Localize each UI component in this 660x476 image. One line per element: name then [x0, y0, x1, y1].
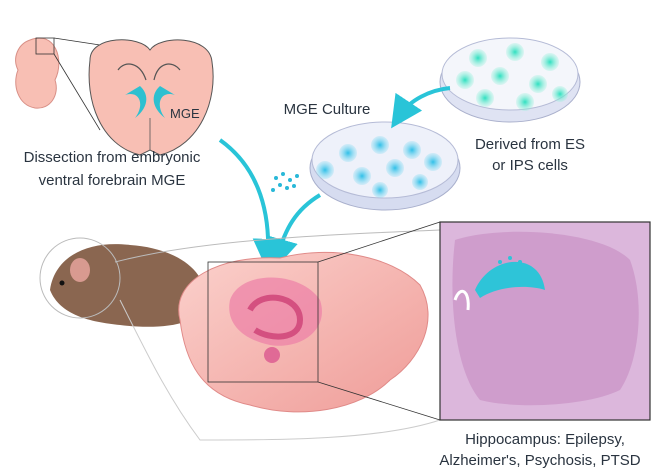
brain-cross-section: [88, 39, 214, 156]
hippocampus-label-line1: Hippocampus: Epilepsy,: [465, 431, 625, 448]
brain-3d: [178, 221, 441, 421]
mge-culture-label: MGE Culture: [283, 101, 371, 118]
derived-label-line1: Derived from ES: [474, 136, 586, 153]
mge-label: MGE: [170, 106, 200, 121]
derived-label-line2: or IPS cells: [492, 157, 568, 174]
arrow-culture-to-brain: [266, 193, 322, 271]
arrow-es-to-culture: [391, 86, 451, 129]
hippocampus-section-panel: [439, 221, 651, 421]
embryo: [15, 37, 101, 131]
dissociated-cells: [271, 172, 299, 192]
petri-dish-mge-culture: [309, 121, 461, 211]
petri-dish-es-ips: [439, 37, 581, 123]
dissection-label-line1: Dissection from embryonic: [23, 149, 201, 166]
arrow-dissection-to-brain: [218, 138, 285, 271]
hippocampus-label-line2: Alzheimer's, Psychosis, PTSD: [439, 452, 641, 469]
dissection-label-line2: ventral forebrain MGE: [38, 172, 186, 189]
mouse: [39, 229, 441, 441]
